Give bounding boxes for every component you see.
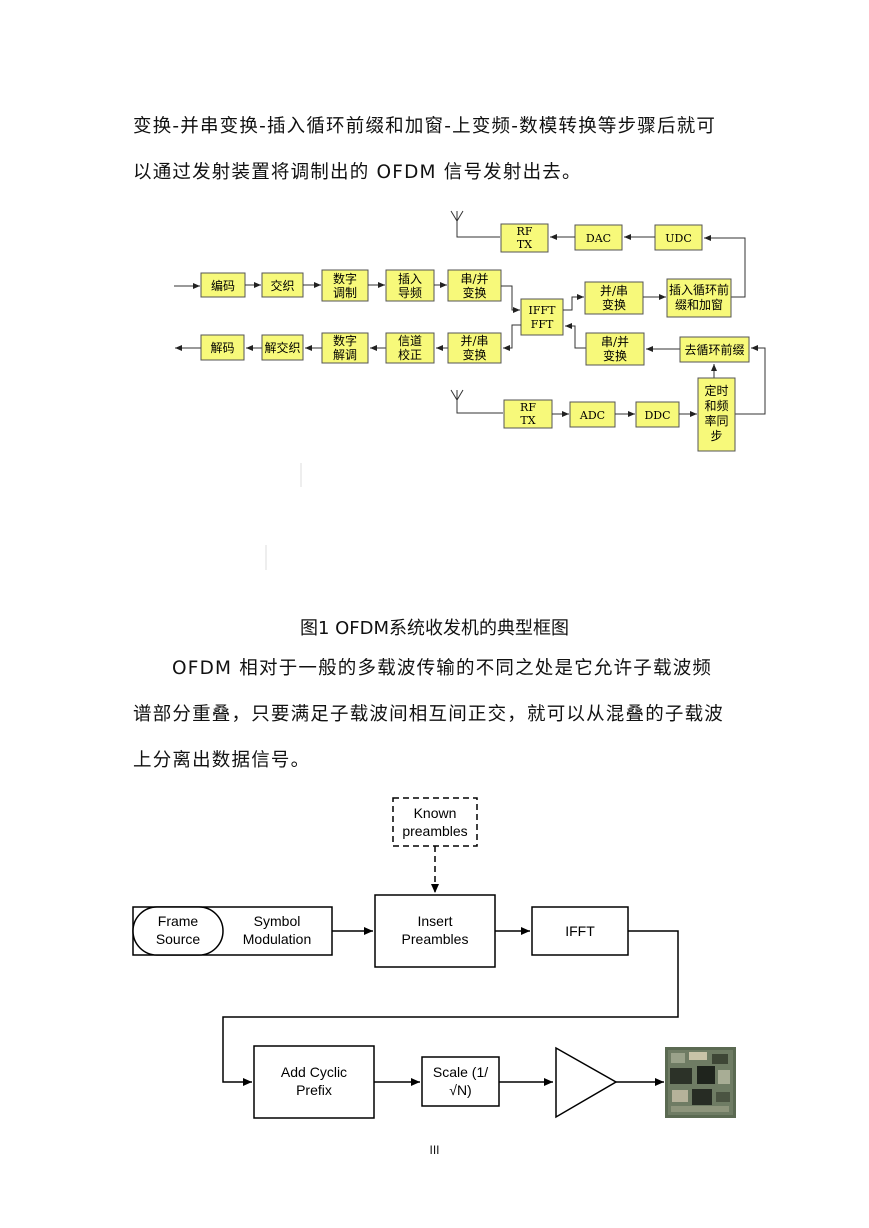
block-frame-source-symbol-modulation: Frame Source Symbol Modulation (132, 906, 333, 956)
block-timing-freq-sync: 定时 和频 率同 步 (697, 377, 736, 452)
block-digdemod-line1: 数字 (333, 333, 357, 348)
block-udc-label: UDC (665, 232, 692, 245)
block-ddc-label: DDC (644, 409, 670, 422)
block-digdemod-line2: 解调 (333, 348, 357, 362)
block-sp-tx-line2: 变换 (462, 285, 486, 300)
block-insert-preambles: Insert Preambles (374, 894, 496, 968)
block-frame-line1: Frame (158, 913, 199, 929)
block-insert-pilot: 插入 导频 (385, 269, 435, 302)
block-decode-label: 解码 (210, 341, 234, 355)
block-chan-line2: 校正 (398, 347, 422, 362)
figure-2-diagram: Known preambles Frame Source Symbol Modu… (132, 797, 736, 1119)
rx-antenna-icon (450, 389, 503, 414)
block-ifft-label: IFFT (565, 923, 595, 939)
block-ps-rx-line2: 变换 (462, 347, 486, 362)
block-known-line1: Known (414, 805, 457, 821)
block-insert-line2: Preambles (402, 931, 469, 947)
paragraph-top-line-2: 以通过发射装置将调制出的 OFDM 信号发射出去。 (133, 162, 582, 183)
paragraph-mid-line-2: 谱部分重叠，只要满足子载波间相互间正交，就可以从混叠的子载波 (133, 704, 725, 725)
page-number: III (429, 1143, 440, 1157)
block-interleave: 交织 (261, 272, 304, 298)
block-cp-win-line2: 缀和加窗 (675, 298, 723, 312)
block-tx-rf-line1: RF (517, 225, 533, 238)
block-deinterleave-label: 解交织 (264, 340, 300, 355)
figure-1-diagram: RF TX DAC UDC 编码 交织 数字 调制 插入 导频 串/并 变换 (174, 210, 766, 570)
block-ps-rx-line1: 并/串 (460, 334, 488, 348)
block-digital-demodulation: 数字 解调 (321, 332, 369, 364)
block-encode-label: 编码 (211, 278, 235, 293)
block-udc: UDC (654, 224, 703, 251)
block-rx-rf-line1: RF (520, 401, 536, 414)
hardware-board-icon (665, 1047, 736, 1118)
block-ifft-line1: IFFT (529, 304, 557, 317)
block-known-line2: preambles (402, 823, 467, 839)
block-sync-line1: 定时 (704, 383, 728, 398)
block-serial-parallel-tx: 串/并 变换 (447, 269, 502, 302)
block-ifft-line2: FFT (531, 318, 554, 331)
paragraph-top-line-1: 变换-并串变换-插入循环前缀和加窗-上变频-数模转换等步骤后就可 (133, 116, 717, 137)
block-channel-correction: 信道 校正 (385, 332, 435, 364)
block-ps-tx-line1: 并/串 (600, 284, 628, 298)
block-pilot-line2: 导频 (398, 286, 422, 300)
block-scale: Scale (1/ √N) (421, 1056, 500, 1107)
block-deinterleave: 解交织 (261, 334, 304, 361)
block-sp-tx-line1: 串/并 (460, 272, 488, 286)
block-dac: DAC (574, 224, 623, 251)
block-digmod-line1: 数字 (333, 271, 357, 286)
paragraph-mid-line-3: 上分离出数据信号。 (133, 750, 311, 771)
block-digmod-line2: 调制 (333, 286, 357, 300)
block-interleave-label: 交织 (270, 278, 294, 293)
block-insert-cp-window: 插入循环前 缀和加窗 (666, 278, 732, 318)
block-digital-modulation: 数字 调制 (321, 269, 369, 302)
block-remove-cp-label: 去循环前缀 (684, 342, 744, 357)
block-pilot-line1: 插入 (398, 272, 422, 286)
block-known-preambles: Known preambles (392, 797, 478, 847)
block-sync-line3: 率同 (704, 413, 728, 428)
paragraph-mid-line-1: OFDM 相对于一般的多载波传输的不同之处是它允许子载波频 (172, 658, 713, 679)
block-add-cyclic-prefix: Add Cyclic Prefix (253, 1045, 375, 1119)
block-adc: ADC (569, 401, 616, 428)
block-sp-rx-line2: 变换 (603, 348, 627, 363)
block-cyclic-line2: Prefix (296, 1082, 332, 1098)
block-parallel-serial-rx: 并/串 变换 (447, 332, 502, 364)
block-cp-win-line1: 插入循环前 (669, 282, 729, 297)
block-symbol-line1: Symbol (254, 913, 301, 929)
block-decode: 解码 (200, 334, 245, 361)
block-ifft: IFFT (531, 906, 629, 956)
tx-antenna-icon (450, 210, 500, 238)
block-sync-line4: 步 (710, 429, 722, 443)
block-sync-line2: 和频 (704, 399, 728, 413)
amplifier-triangle-icon (555, 1046, 618, 1119)
block-tx-rf-line2: TX (517, 238, 532, 251)
block-chan-line1: 信道 (398, 334, 422, 348)
block-ifft-fft: IFFT FFT (520, 298, 564, 336)
block-insert-line1: Insert (417, 913, 452, 929)
block-remove-cp: 去循环前缀 (679, 336, 750, 363)
block-rx-rf: RF TX (503, 399, 553, 429)
block-ddc: DDC (635, 401, 680, 428)
block-scale-line1: Scale (1/ (433, 1064, 488, 1080)
block-encode: 编码 (200, 272, 246, 298)
block-rx-rf-line2: TX (520, 414, 535, 427)
block-parallel-serial-tx: 并/串 变换 (584, 281, 644, 315)
block-cyclic-line1: Add Cyclic (281, 1064, 347, 1080)
block-dac-label: DAC (586, 232, 611, 245)
figure-1-caption: 图1 OFDM系统收发机的典型框图 (299, 618, 570, 639)
block-ps-tx-line2: 变换 (602, 297, 626, 312)
block-tx-rf: RF TX (500, 223, 549, 253)
block-symbol-line2: Modulation (243, 931, 312, 947)
block-frame-line2: Source (156, 931, 201, 947)
block-serial-parallel-rx: 串/并 变换 (585, 332, 645, 366)
block-sp-rx-line1: 串/并 (601, 335, 629, 349)
block-adc-label: ADC (579, 409, 605, 422)
block-scale-line2: √N) (449, 1082, 471, 1098)
